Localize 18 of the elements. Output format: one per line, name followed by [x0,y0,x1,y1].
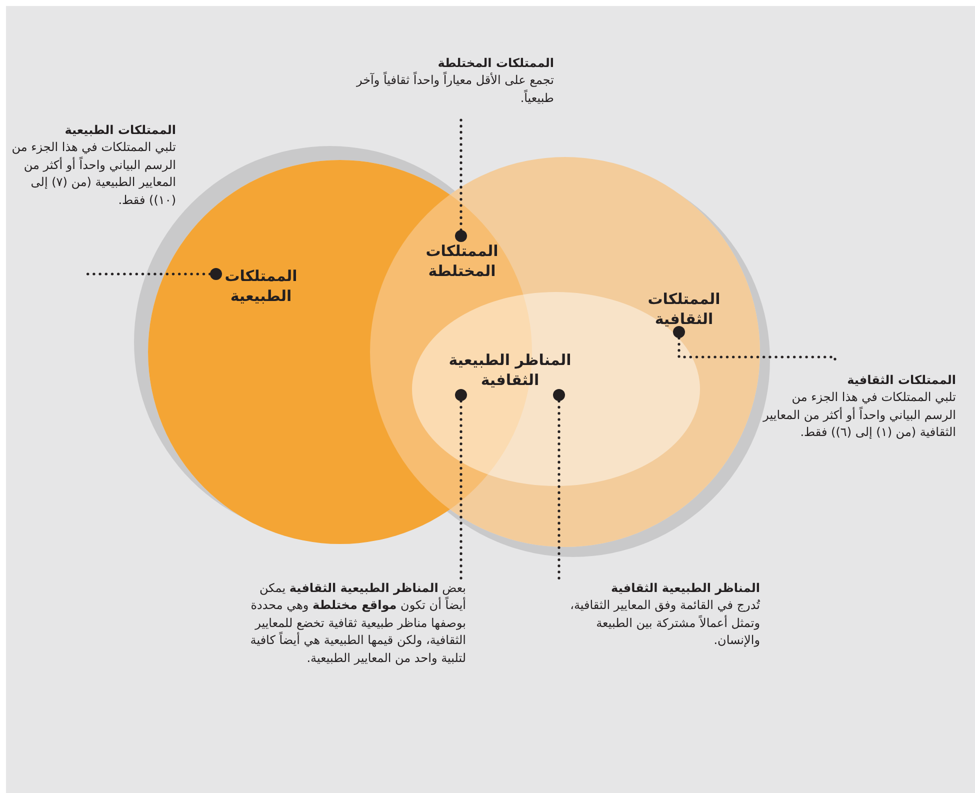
annotation-heading: الممتلكات الثقافية [846,372,956,389]
leader-line [455,389,467,582]
region-label: الممتلكات المختلطة [412,236,512,286]
annotation-text: تلبي الممتلكات في هذا الجزء من الرسم البياني واحداً أو أكثر من المعايير الطبيعية (من (٧) إلى (١٠)) فقط. [10,139,176,209]
annotation-text: تجمع على الأقل معياراً واحداً ثقافياً وآخر طبيعياً. [355,72,554,107]
annotation-heading: الممتلكات الطبيعية [64,122,176,139]
leader-line [673,326,836,362]
region-label: المناظر الطبيعية الثقافية [430,345,590,395]
region-label: الممتلكات الثقافية [646,286,722,332]
annotation-text: تُدرج في القائمة وفق المعايير الثقافية، وتمثل أعمالاً مشتركة بين الطبيعة والإنسان. [569,597,760,650]
annotation-text: بعض المناظر الطبيعية الثقافية يمكن أيضاً أن تكون مواقع مختلطة وهي محددة بوصفها مناظر طبيعية ثقافية تخضع للمعايير الثقافية، ولكن قيمها الطبيعية هي أيضاً كافية لتلبية واحد من المعايير الطبيعية. [249,580,466,667]
region-label: الممتلكات الطبيعية [216,262,306,310]
annotation-text: تلبي الممتلكات في هذا الجزء من الرسم البياني واحداً أو أكثر من المعايير الثقافية (من (١) إلى (٦)) فقط. [762,389,956,442]
leader-line [553,389,565,582]
leader-line [84,268,222,280]
annotation-heading: المناظر الطبيعية الثقافية [610,580,760,597]
annotation-heading: الممتلكات المختلطة [436,55,554,72]
leader-line [455,116,467,242]
